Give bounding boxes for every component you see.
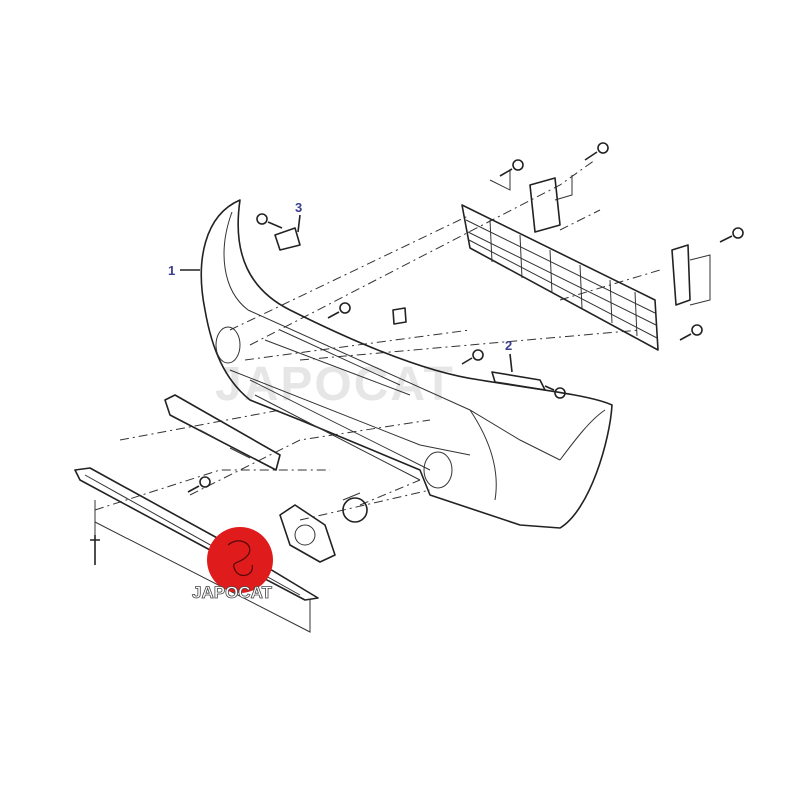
fog-lamp-bezel	[279, 504, 336, 563]
svg-text:2: 2	[505, 338, 512, 353]
bracket-3	[274, 227, 301, 251]
callout-2: 2	[505, 338, 513, 373]
svg-text:JAPOCAT: JAPOCAT	[192, 583, 273, 602]
front-bumper-cover	[200, 199, 613, 529]
clip	[392, 307, 407, 325]
japocat-logo: JAPOCAT	[192, 527, 273, 602]
callout-1: 1	[168, 263, 200, 278]
watermark-text: JAPOCAT	[215, 358, 455, 411]
lower-grille	[461, 204, 659, 351]
grille-brackets	[529, 177, 691, 306]
svg-text:3: 3	[295, 200, 302, 215]
fog-lamp	[342, 492, 368, 523]
callout-3: 3	[295, 200, 302, 233]
bolts	[90, 142, 744, 565]
svg-text:1: 1	[168, 263, 175, 278]
license-plate-bracket	[164, 394, 281, 471]
bracket-2	[491, 371, 546, 391]
